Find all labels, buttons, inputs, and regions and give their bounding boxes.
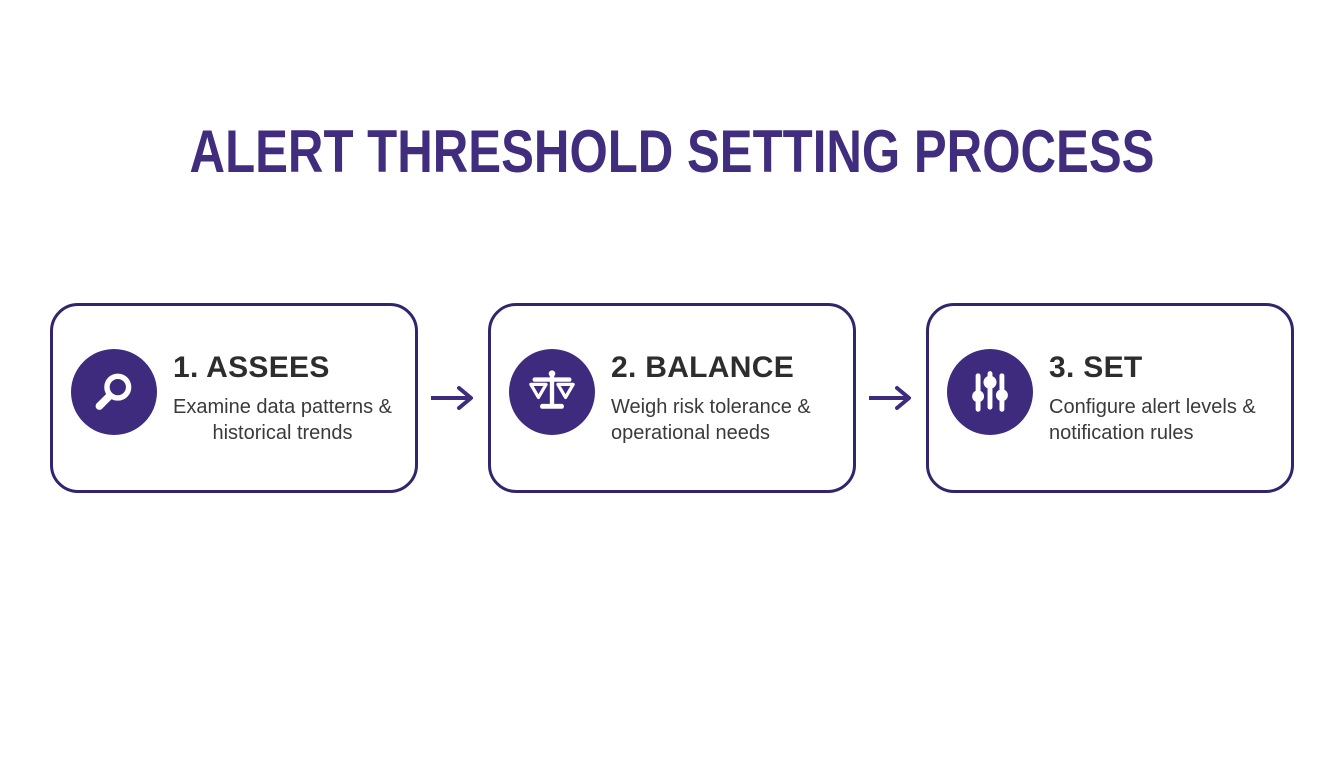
step-card-balance: 2. BALANCE Weigh risk tolerance & operat… xyxy=(488,303,856,493)
process-flow: 1. ASSEES Examine data patterns & histor… xyxy=(0,303,1344,493)
sliders-icon xyxy=(972,371,1008,412)
step-title: 2. BALANCE xyxy=(611,350,795,384)
step-description: Configure alert levels & notification ru… xyxy=(1049,395,1256,444)
step-text: 3. SET Configure alert levels & notifica… xyxy=(1049,351,1256,446)
step-card-assess: 1. ASSEES Examine data patterns & histor… xyxy=(50,303,418,493)
magnifier-icon xyxy=(95,373,132,410)
icon-circle xyxy=(71,349,157,435)
step-text: 2. BALANCE Weigh risk tolerance & operat… xyxy=(611,351,811,446)
step-title: 3. SET xyxy=(1049,350,1143,384)
icon-circle xyxy=(509,349,595,435)
arrow-right-icon xyxy=(431,386,473,410)
connector-1 xyxy=(418,384,488,412)
page-title: ALERT THRESHOLD SETTING PROCESS xyxy=(189,118,1155,186)
scales-icon xyxy=(529,370,575,409)
step-title: 1. ASSEES xyxy=(173,350,330,384)
icon-circle xyxy=(947,349,1033,435)
step-description: Examine data patterns & historical trend… xyxy=(173,395,393,444)
arrow-right-icon xyxy=(869,386,911,410)
step-card-set: 3. SET Configure alert levels & notifica… xyxy=(926,303,1294,493)
step-text: 1. ASSEES Examine data patterns & histor… xyxy=(173,351,392,446)
step-description: Weigh risk tolerance & operational needs xyxy=(611,395,811,444)
connector-2 xyxy=(856,384,926,412)
